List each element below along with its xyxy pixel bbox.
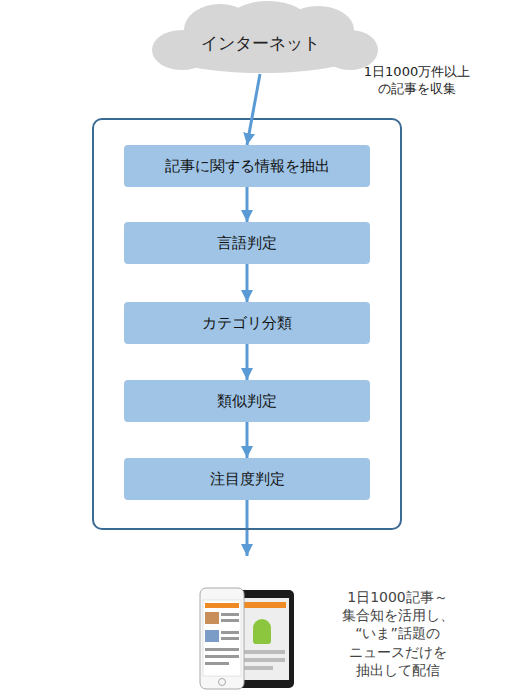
- home-button: [219, 679, 226, 686]
- flow-arrow: [246, 264, 249, 302]
- text-line: [221, 637, 239, 640]
- thumbnail: [205, 612, 219, 624]
- step-label: カテゴリ分類: [202, 314, 292, 333]
- phone-body: [200, 588, 244, 689]
- cloud-node: インターネット: [140, 0, 380, 74]
- flow-arrow: [246, 422, 249, 458]
- note-text: 1日1000記事～ 集合知を活用し、 “いま”話題の ニュースだけを 抽出して配…: [320, 588, 475, 679]
- phone-screen: [203, 600, 241, 676]
- node-title: インターネット: [140, 32, 380, 55]
- note-text: 1日1000万件以上 の記事を収集: [352, 64, 482, 98]
- process-box: 言語判定: [124, 222, 370, 264]
- process-box: 類似判定: [124, 380, 370, 422]
- text-line: [221, 613, 239, 616]
- flow-arrow: [246, 187, 249, 222]
- text-line: [243, 650, 285, 654]
- process-container: 記事に関する情報を抽出言語判定カテゴリ分類類似判定注目度判定: [92, 118, 402, 530]
- text-line: [243, 658, 285, 662]
- device-illustration: [200, 588, 294, 689]
- text-line: [205, 662, 229, 665]
- process-box: 注目度判定: [124, 458, 370, 500]
- thumbnail: [205, 630, 219, 642]
- android-body: [253, 628, 271, 644]
- flow-arrow: [246, 344, 249, 380]
- text-line: [221, 619, 239, 622]
- step-label: 類似判定: [217, 392, 277, 411]
- text-line: [221, 631, 239, 634]
- step-label: 注目度判定: [210, 470, 285, 489]
- tablet-screen: [239, 598, 289, 680]
- text-line: [243, 666, 273, 670]
- output-arrow: [246, 500, 249, 556]
- tablet-header: [242, 602, 286, 608]
- phone-header: [205, 603, 239, 608]
- flow-arrow: [247, 74, 260, 145]
- text-line: [205, 648, 239, 651]
- process-box: 記事に関する情報を抽出: [124, 145, 370, 187]
- process-box: カテゴリ分類: [124, 302, 370, 344]
- text-line: [205, 655, 239, 658]
- step-label: 記事に関する情報を抽出: [165, 157, 330, 176]
- step-label: 言語判定: [217, 234, 277, 253]
